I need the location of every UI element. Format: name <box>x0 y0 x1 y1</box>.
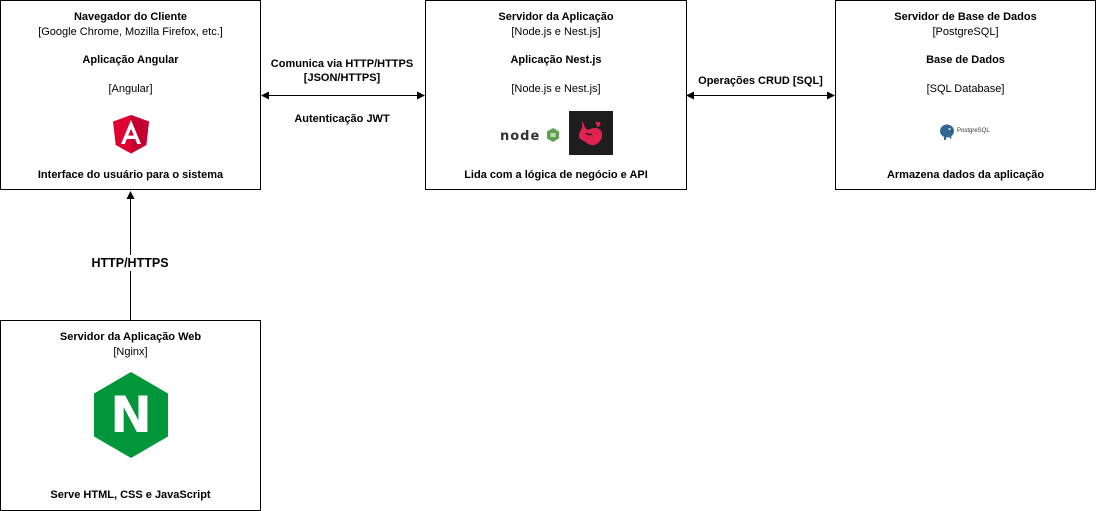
edge-label-auth: Autenticação JWT <box>294 113 390 125</box>
app-server-box: Servidor da Aplicação [Node.js e Nest.js… <box>425 0 687 190</box>
db-server-footer: Armazena dados da aplicação <box>886 169 1045 181</box>
edge-label-web-client: HTTP/HTTPS <box>60 255 200 271</box>
client-browser-box: Navegador do Cliente [Google Chrome, Moz… <box>0 0 261 190</box>
client-browsers: [Google Chrome, Mozilla Firefox, etc.] <box>38 26 223 38</box>
nestjs-logo-icon <box>569 111 613 155</box>
edge-label-protocol: Comunica via HTTP/HTTPS <box>270 58 414 70</box>
database-title: Base de Dados <box>926 54 1005 66</box>
app-server-footer: Lida com a lógica de negócio e API <box>464 169 648 181</box>
db-server-title: Servidor de Base de Dados <box>894 11 1037 23</box>
nginx-logo-icon: N <box>92 370 170 460</box>
web-server-title: Servidor da Aplicação Web <box>59 331 202 343</box>
client-app-title: Aplicação Angular <box>82 54 179 66</box>
edge-label-format: [JSON/HTTPS] <box>303 72 381 84</box>
nginx-logo-letter: N <box>110 386 152 444</box>
db-server-box: Servidor de Base de Dados [PostgreSQL] B… <box>835 0 1096 190</box>
web-server-tech: [Nginx] <box>113 346 148 358</box>
angular-logo-icon <box>113 115 149 154</box>
client-app-tech: [Angular] <box>108 83 153 95</box>
db-server-tech: [PostgreSQL] <box>932 26 999 38</box>
nodejs-logo-icon: node <box>500 127 562 144</box>
nodejs-logo-text: node <box>500 129 541 144</box>
edge-label-crud: Operações CRUD [SQL] <box>698 75 823 87</box>
nest-app-tech: [Node.js e Nest.js] <box>511 83 601 95</box>
app-server-title: Servidor da Aplicação <box>498 11 614 23</box>
postgresql-logo-text: PostgreSQL <box>957 128 990 134</box>
postgresql-logo-icon: PostgreSQL <box>938 123 998 141</box>
web-server-box: Servidor da Aplicação Web [Nginx] N Serv… <box>0 320 261 511</box>
web-server-footer: Serve HTML, CSS e JavaScript <box>50 489 211 501</box>
client-title: Navegador do Cliente <box>73 11 188 23</box>
database-tech: [SQL Database] <box>926 83 1005 95</box>
nest-app-title: Aplicação Nest.js <box>510 54 602 66</box>
client-footer: Interface do usuário para o sistema <box>37 169 224 181</box>
edge-label-client-appserver: Comunica via HTTP/HTTPS [JSON/HTTPS] <box>262 57 422 85</box>
app-server-tech: [Node.js e Nest.js] <box>511 26 601 38</box>
